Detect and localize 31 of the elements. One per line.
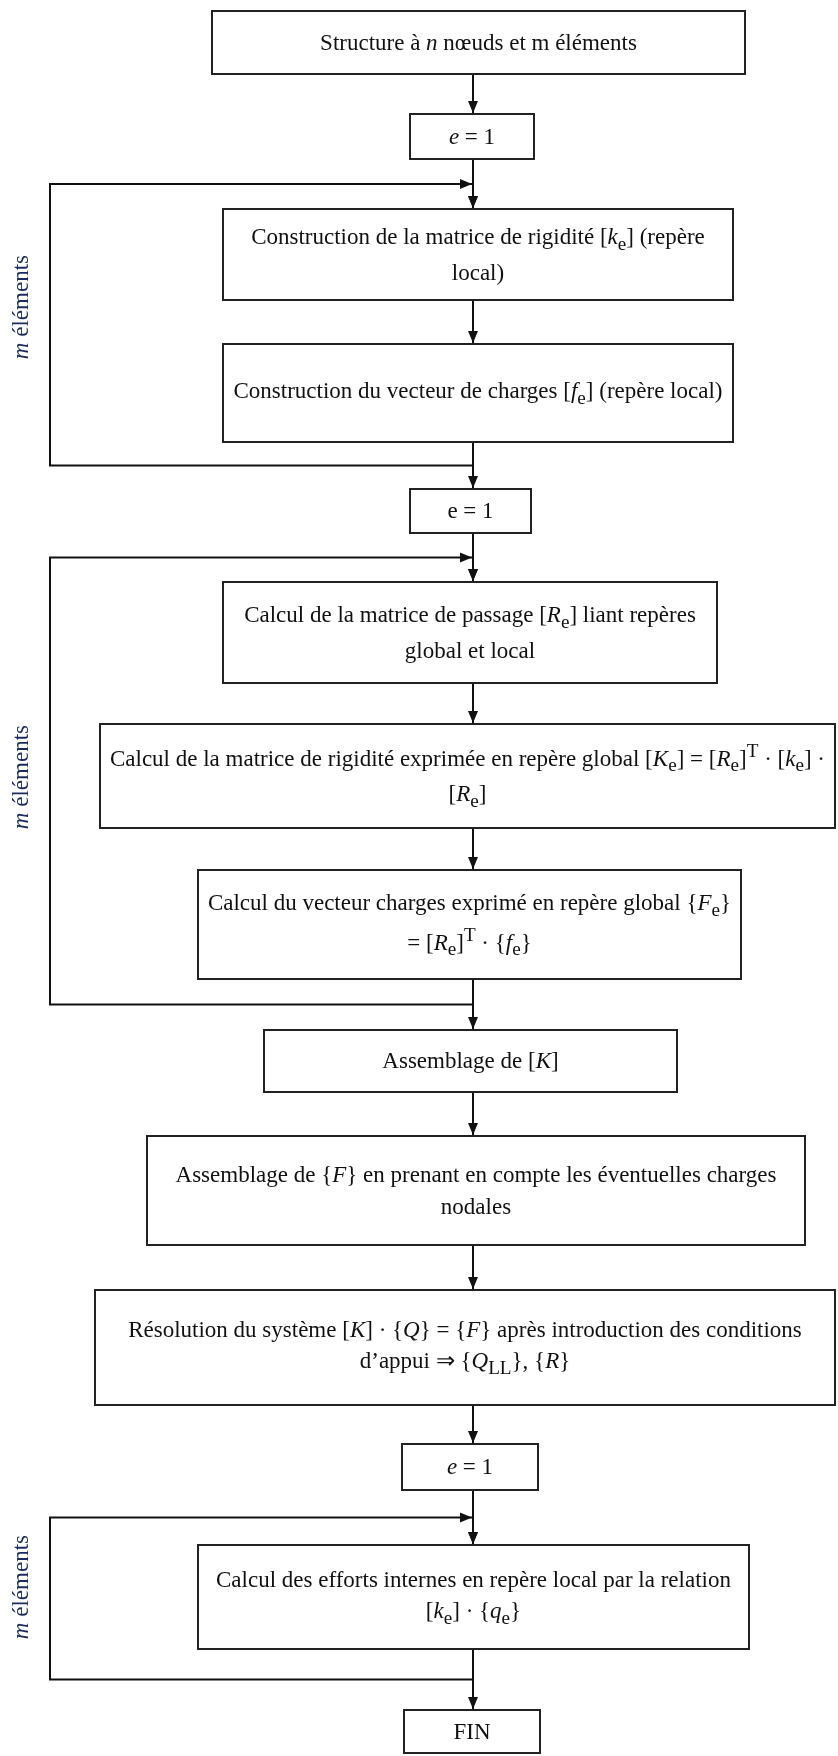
process-box (222, 208, 734, 301)
step-text: e = 1 (448, 122, 496, 151)
step-text: Assemblage de {F} en prenant en compte les éventuelles charges nodales (174, 1161, 778, 1221)
step-text: Calcul des efforts internes en repère local par la relation [k$_{e}$] · {q$_{e}$} (215, 1565, 732, 1630)
process-box (222, 581, 718, 684)
process-box (146, 1135, 806, 1246)
step-text: Résolution du système [K] · {Q} = {F} après introduction des conditions d’appui ⇒ {Q$_{LL}$}, {R} (127, 1316, 803, 1380)
step-text: Construction du vecteur de charges [f$_{e}$] (repère local) (233, 377, 723, 410)
loop-count-label: m éléments (8, 255, 34, 360)
process-box (409, 113, 535, 160)
loop-count-label: m éléments (8, 1535, 34, 1640)
step-text: Calcul de la matrice de rigidité exprimée en repère global [K$_{e}$] = [R$_{e}$]$^{T}$ · [k$_{e}$] · [R$_{e}$] (109, 739, 826, 813)
step-text: Calcul du vecteur charges exprimé en repère global {F$_{e}$} = [R$_{e}$]$^{T}$ · {f$_{e}$} (207, 888, 732, 962)
step-text: e = 1 (447, 497, 494, 526)
step-text: Calcul de la matrice de passage [R$_{e}$] liant repères global et local (243, 601, 697, 665)
step-text: e = 1 (446, 1453, 494, 1482)
process-box (401, 1443, 539, 1491)
process-box (197, 1544, 750, 1650)
process-box (99, 723, 836, 829)
process-box (94, 1289, 836, 1406)
process-box (197, 869, 742, 980)
process-box (409, 488, 532, 534)
process-box (263, 1029, 678, 1093)
step-text: FIN (453, 1717, 491, 1746)
process-box (211, 10, 746, 75)
step-text: Assemblage de [K] (382, 1047, 559, 1076)
process-box (222, 343, 734, 443)
loop-count-label: m éléments (8, 725, 34, 830)
step-text: Construction de la matrice de rigidité [k$_{e}$] (repère local) (250, 223, 706, 287)
process-box (403, 1709, 541, 1754)
step-text: Structure à n nœuds et m éléments (320, 28, 637, 57)
